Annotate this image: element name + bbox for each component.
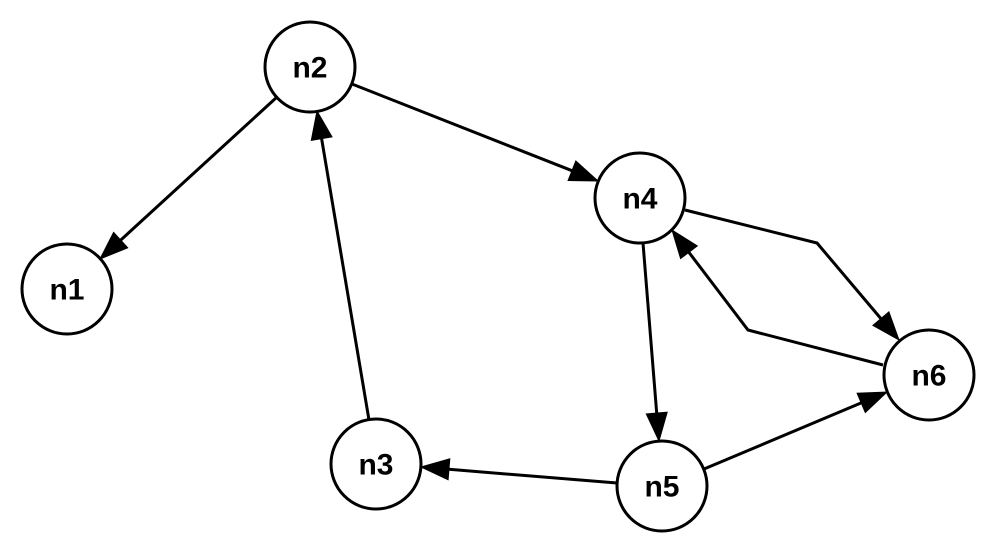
node-label-n4: n4 [622,183,657,216]
edge-n5-n3 [419,458,618,485]
edge-n2-n4 [351,82,600,182]
arrowhead-icon [645,411,668,443]
edge-n4-n5 [641,242,668,443]
graph-node-n5: n5 [615,439,709,533]
arrowhead-icon [872,310,900,342]
node-circle-n5 [615,439,709,533]
node-circle-n3 [329,417,423,511]
graph-node-n6: n6 [882,328,976,422]
node-label-n5: n5 [644,471,679,504]
graph-node-n3: n3 [329,417,423,511]
graph-node-n1: n1 [20,242,114,336]
edge-line-n4-n5 [641,242,659,414]
node-circle-n2 [263,20,357,114]
arrowhead-icon [567,160,600,182]
edge-line-n2-n1 [119,95,279,242]
arrowhead-icon [310,109,333,142]
edge-line-n3-n2 [320,138,371,421]
arrowhead-icon [419,458,451,481]
graph-node-n2: n2 [263,20,357,114]
edge-line-n2-n4 [351,82,573,173]
edge-n5-n6 [703,391,889,471]
edge-line-n6-n4 [687,251,884,367]
edge-n6-n4 [671,228,884,367]
edge-n3-n2 [310,109,371,421]
arrowhead-icon [98,231,129,260]
edge-n2-n1 [98,95,279,260]
arrowhead-icon [856,391,889,414]
node-label-n3: n3 [358,449,393,482]
node-circle-n4 [593,151,687,245]
node-circle-n6 [882,328,976,422]
edge-line-n5-n3 [448,467,618,485]
node-label-n6: n6 [911,360,946,393]
edge-line-n4-n6 [684,208,883,320]
node-label-n2: n2 [292,52,327,85]
graph-node-n4: n4 [593,151,687,245]
node-circle-n1 [20,242,114,336]
arrowhead-icon [671,228,699,260]
edge-n4-n6 [684,208,900,342]
node-label-n1: n1 [49,274,84,307]
edge-line-n5-n6 [703,401,862,471]
